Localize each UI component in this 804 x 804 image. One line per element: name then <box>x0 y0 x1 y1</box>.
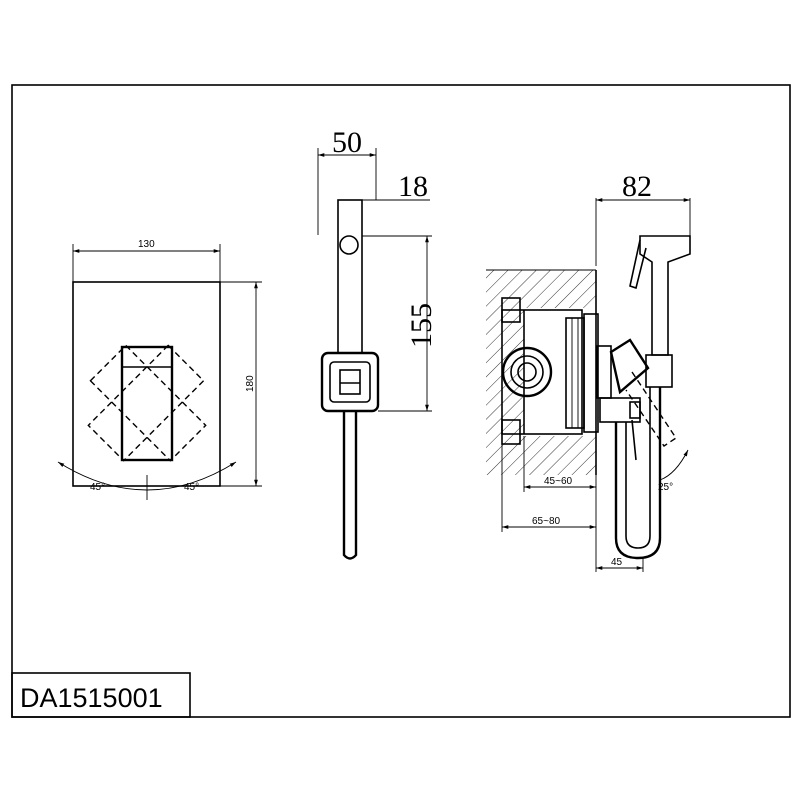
front-angle-left: 45° <box>90 482 105 493</box>
title-block: DA1515001 <box>11 672 191 718</box>
drawing-border <box>11 84 791 718</box>
holder-bar <box>337 199 363 354</box>
front-height-dim: 180 <box>245 375 256 392</box>
wall-depth-dim: 65~80 <box>532 516 561 527</box>
side-height-dim: 155 <box>405 303 438 348</box>
install-angle: 25° <box>658 482 673 493</box>
holder-knob <box>339 235 359 255</box>
front-plate <box>72 281 221 487</box>
box-depth-dim: 45~60 <box>544 476 573 487</box>
front-handle <box>120 345 174 462</box>
install-width-dim: 82 <box>622 170 652 203</box>
front-view: 45° 45° 130 180 <box>57 239 262 500</box>
front-width-dim: 130 <box>138 239 155 250</box>
base-dim: 45 <box>611 557 623 568</box>
hand-shower <box>639 235 691 356</box>
front-angle-right: 45° <box>184 482 199 493</box>
side-bar-dim: 18 <box>398 170 428 203</box>
model-code: DA1515001 <box>20 683 163 713</box>
side-view: 50 18 155 <box>317 126 438 560</box>
install-view: 25° 82 45~60 65~80 45 <box>486 170 691 572</box>
side-depth-dim: 50 <box>332 126 362 159</box>
